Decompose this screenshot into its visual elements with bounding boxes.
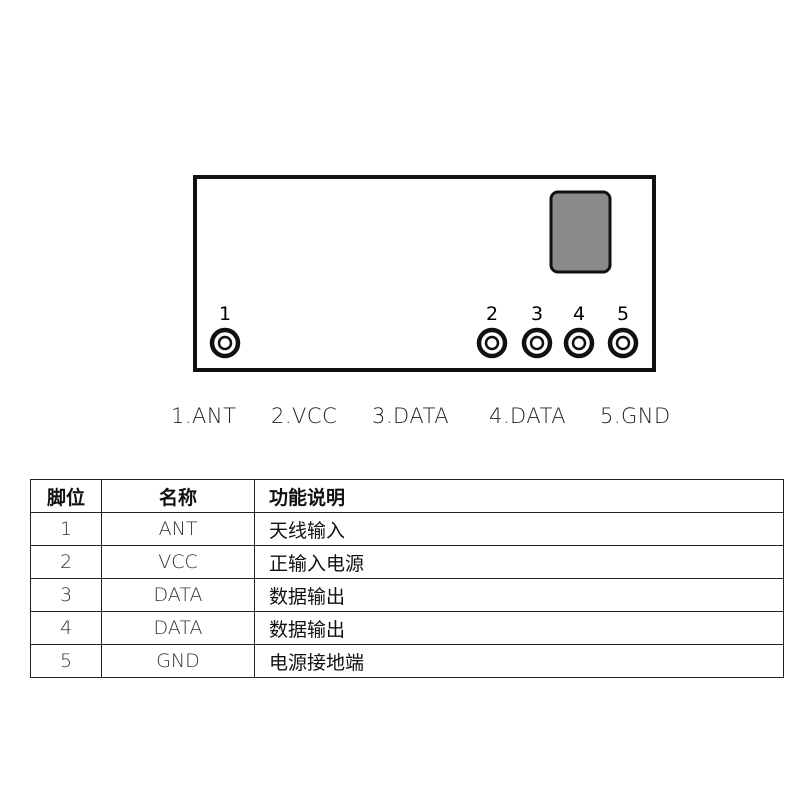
pin-pad-inner xyxy=(571,335,587,351)
cell-name: DATA xyxy=(101,611,255,645)
pin-4: 4 xyxy=(563,303,595,359)
pin-pad-inner xyxy=(529,335,545,351)
pin-legend-data-3: 3.DATA xyxy=(372,404,450,428)
pin-pad-outer xyxy=(563,327,595,359)
cell-pin: 1 xyxy=(30,512,102,546)
cell-function: 电源接地端 xyxy=(254,644,784,678)
header-function: 功能说明 xyxy=(254,479,784,513)
table-row: 3 DATA 数据输出 xyxy=(30,578,784,612)
pin-3: 3 xyxy=(521,303,553,359)
table-row: 1 ANT 天线输入 xyxy=(30,512,784,546)
pin-pad-outer xyxy=(521,327,553,359)
cell-pin: 3 xyxy=(30,578,102,612)
pin-number-label: 3 xyxy=(531,303,543,325)
table-header-row: 脚位 名称 功能说明 xyxy=(30,479,784,513)
cell-function: 数据输出 xyxy=(254,578,784,612)
cell-pin: 2 xyxy=(30,545,102,579)
cell-function: 数据输出 xyxy=(254,611,784,645)
cell-name: GND xyxy=(101,644,255,678)
table-row: 4 DATA 数据输出 xyxy=(30,611,784,645)
pin-legend-gnd: 5.GND xyxy=(600,404,671,428)
table-row: 2 VCC 正输入电源 xyxy=(30,545,784,579)
cell-pin: 5 xyxy=(30,644,102,678)
pin-1: 1 xyxy=(209,303,241,359)
pin-pad-inner xyxy=(217,335,233,351)
module-component-block xyxy=(549,190,612,274)
cell-pin: 4 xyxy=(30,611,102,645)
pin-pad-outer xyxy=(209,327,241,359)
pin-pad-outer xyxy=(476,327,508,359)
cell-name: DATA xyxy=(101,578,255,612)
pin-legend-vcc: 2.VCC xyxy=(271,404,338,428)
pin-2: 2 xyxy=(476,303,508,359)
module-board-outline xyxy=(193,175,656,372)
pin-number-label: 1 xyxy=(219,303,231,325)
pin-5: 5 xyxy=(607,303,639,359)
pin-legend-ant: 1.ANT xyxy=(171,404,237,428)
pin-legend-data-4: 4.DATA xyxy=(489,404,567,428)
cell-function: 正输入电源 xyxy=(254,545,784,579)
pin-number-label: 2 xyxy=(486,303,498,325)
module-diagram: 1 2 3 4 5 xyxy=(193,175,656,372)
cell-name: ANT xyxy=(101,512,255,546)
pin-pad-outer xyxy=(607,327,639,359)
pin-number-label: 5 xyxy=(617,303,629,325)
pin-pad-inner xyxy=(484,335,500,351)
pin-number-label: 4 xyxy=(573,303,585,325)
table-row: 5 GND 电源接地端 xyxy=(30,644,784,678)
cell-name: VCC xyxy=(101,545,255,579)
header-name: 名称 xyxy=(101,479,255,513)
header-pin: 脚位 xyxy=(30,479,102,513)
cell-function: 天线输入 xyxy=(254,512,784,546)
pin-function-table: 脚位 名称 功能说明 1 ANT 天线输入 2 VCC 正输入电源 3 DATA… xyxy=(30,479,784,678)
pin-pad-inner xyxy=(615,335,631,351)
